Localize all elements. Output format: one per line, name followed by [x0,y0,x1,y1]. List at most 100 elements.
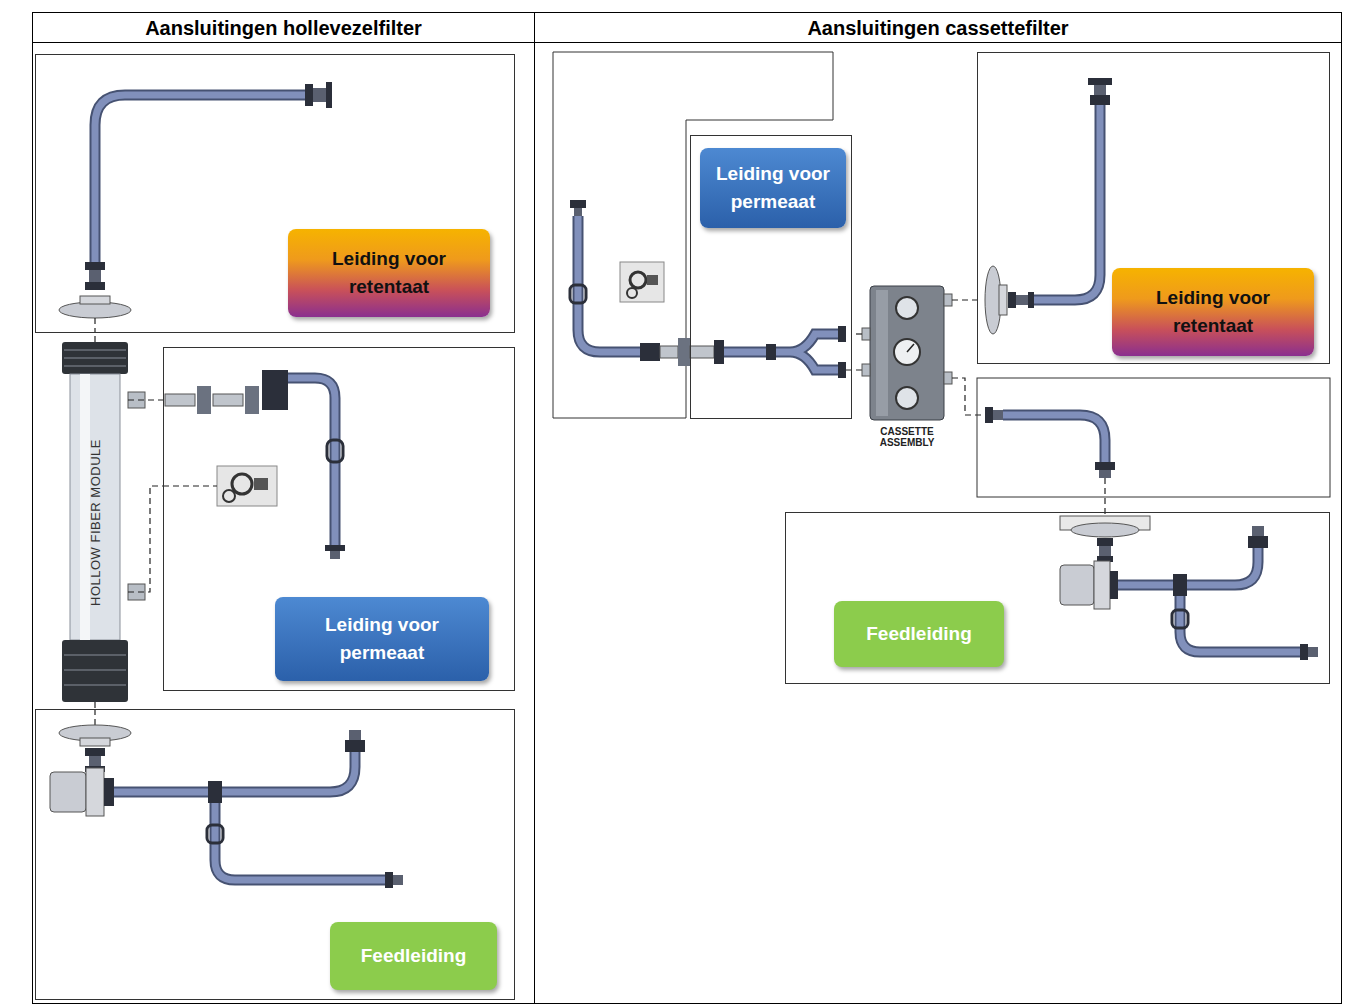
coupling [1172,610,1188,628]
pipe-panel: Leiding voor retentaat [35,54,515,333]
gasket [627,288,637,298]
table-column: Aansluitingen hollevezelfilterLeiding vo… [32,12,535,1004]
clamp-screw [254,478,268,490]
fitting [1099,470,1111,478]
pipe-highlight [114,752,355,792]
fitting [838,326,846,342]
fitting [1088,78,1112,85]
fitting [1095,462,1115,470]
leader-line [846,369,862,370]
pump [1060,565,1094,605]
pipe-label: Feedleiding [834,601,1004,667]
fitting [305,84,313,106]
pipe-panel: Leiding voor permeaat [163,347,515,691]
dashed-connector [952,299,977,300]
pipe-highlight [215,803,385,880]
clamp-ring [630,272,646,288]
cassette-highlight [876,290,888,416]
pipe-highlight [1034,105,1100,300]
pipe-label: Leiding voor permeaat [700,148,846,228]
pump-flange [86,768,104,816]
dashed-connector [94,702,95,709]
valve-bonnet [80,738,110,746]
leader-line [94,709,95,725]
clamp-icon [620,262,664,302]
fitting [165,394,195,406]
fitting [1008,292,1016,308]
pipe-label: Leiding voor permeaat [275,597,489,681]
cassette-assembly: CASSETTE ASSEMBLY [862,283,952,448]
pipe-highlight [724,334,842,370]
fitting [1300,644,1308,660]
coupling [207,825,223,843]
dashed-connector [128,486,163,592]
fitting [1252,526,1264,536]
fitting [714,340,724,364]
clamp-screw [647,275,658,285]
clamp-ring [232,474,252,494]
pipe [114,752,355,792]
leader-line [952,378,985,415]
fitting [1308,647,1318,657]
cassette-port [862,364,870,376]
cassette-port [944,372,952,384]
pump-flange [1094,561,1110,609]
cap-thread [64,655,126,685]
cassette-housing [870,286,944,420]
fitting [1028,292,1034,308]
pipe-label: Leiding voor retentaat [288,229,490,317]
table-column: Aansluitingen cassettefilterLeiding voor… [534,12,1342,1004]
clamp-icon [217,466,277,506]
fitting [640,343,660,361]
tee-fitting [208,781,222,803]
fitting [89,756,101,766]
fitting [1248,536,1268,548]
pipe-highlight [1003,415,1105,462]
fitting [660,346,678,358]
panel-outline [977,378,1330,497]
fitting [766,344,776,360]
fitting [385,872,393,888]
pump [50,772,86,812]
fitting [104,778,114,806]
pipe [1118,548,1258,585]
pressure-gauge [894,339,920,365]
column-header: Aansluitingen hollevezelfilter [33,13,534,43]
tee-fitting [1173,574,1187,596]
fitting [89,270,101,282]
pipe-panel: Feedleiding [35,709,515,1000]
fitting [85,262,105,270]
coupling [327,440,343,462]
cassette-port [944,294,952,306]
gasket [223,490,235,502]
pipe [1003,415,1105,462]
pipe-label: Feedleiding [330,922,497,990]
valve [197,386,211,414]
fitting [85,282,105,290]
pipe-panel: Leiding voor retentaat [977,52,1330,364]
leader-line [94,318,95,333]
diaphragm-valve [1071,523,1139,537]
pipe-panel: Feedleiding [785,512,1330,684]
hollow-fiber-module: HOLLOW FIBER MODULE [62,342,128,702]
cap-thread [64,350,126,366]
fitting [574,208,582,216]
y-pipe [724,334,842,370]
cassette-port [862,328,870,340]
fitting [349,730,361,740]
module-body [70,374,120,640]
fitting [993,410,1003,420]
fitting [345,740,365,752]
pipe-highlight [1180,596,1300,652]
pipe-panel: Leiding voor permeaat [690,135,852,419]
valve [245,386,259,414]
pipe-label: Leiding voor retentaat [1112,268,1314,356]
pipe-highlight [1118,548,1258,585]
module-cap [62,640,128,702]
coupling [570,285,586,303]
fitting [213,394,243,406]
fitting [838,362,846,378]
pipe-highlight [95,95,305,262]
